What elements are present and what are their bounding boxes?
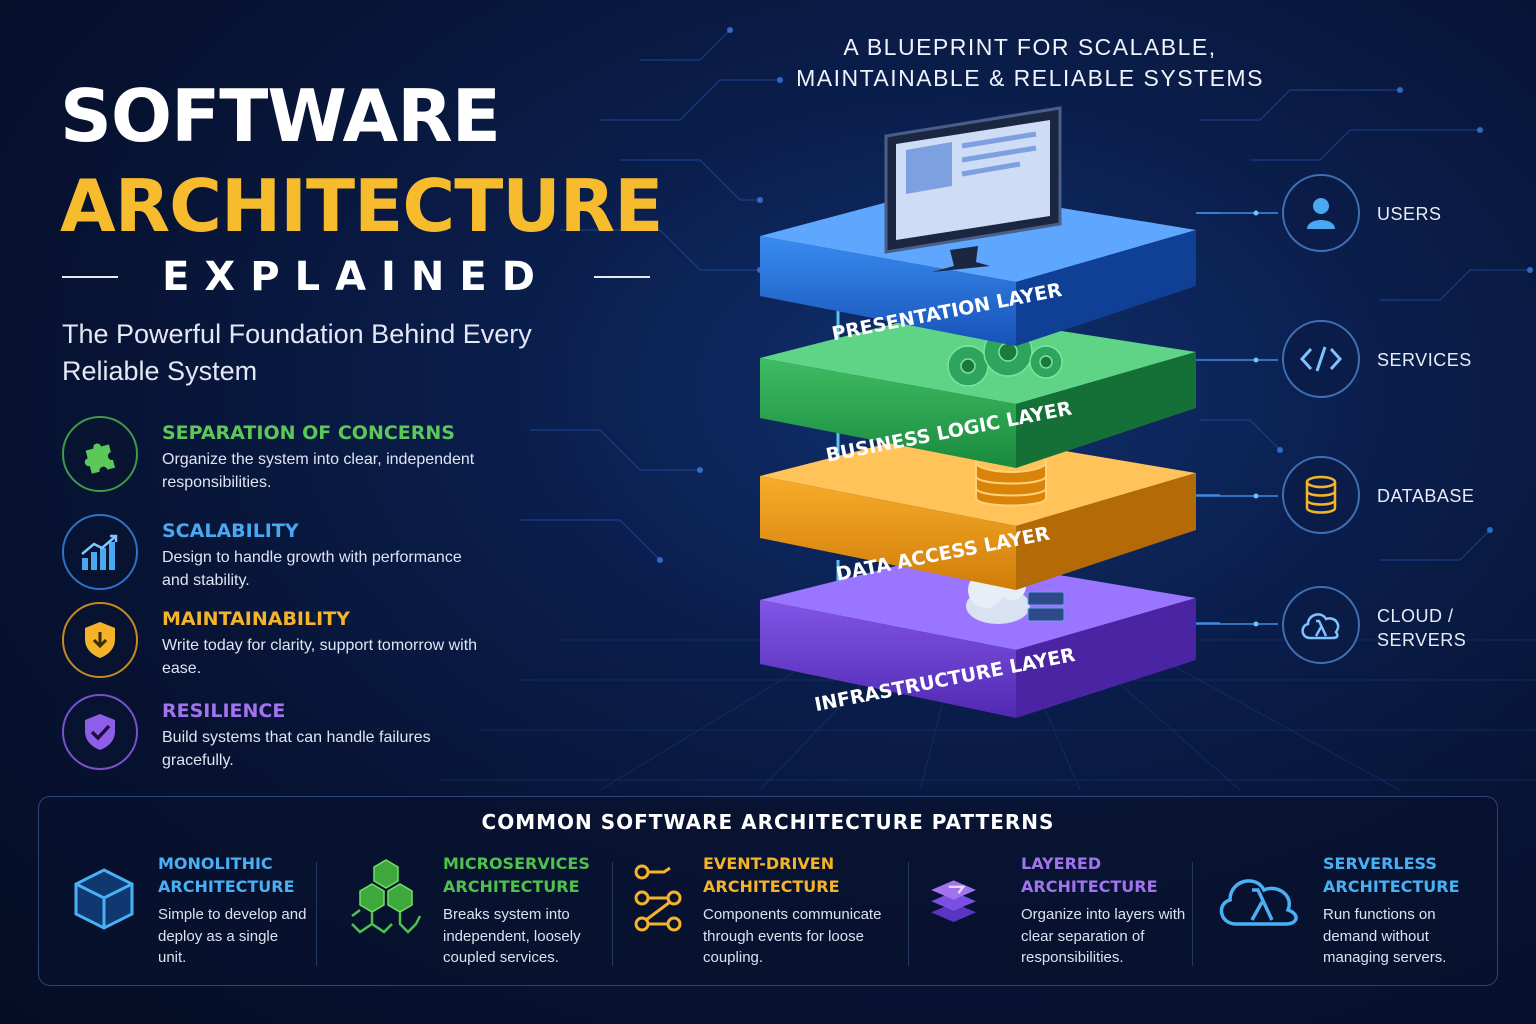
pattern-title: MONOLITHIC ARCHITECTURE bbox=[158, 854, 295, 896]
divider-right bbox=[594, 276, 650, 278]
pattern-desc: Simple to develop and deploy as a single… bbox=[158, 906, 307, 966]
component-label: SERVICES bbox=[1377, 350, 1472, 370]
patterns-heading: COMMON SOFTWARE ARCHITECTURE PATTERNS bbox=[481, 810, 1055, 834]
principle-resilience: RESILIENCE Build systems that can handle… bbox=[62, 694, 482, 774]
blueprint-heading: A BLUEPRINT FOR SCALABLE, MAINTAINABLE &… bbox=[796, 34, 1264, 91]
component-label: DATABASE bbox=[1377, 486, 1475, 506]
component-label: CLOUD / SERVERS bbox=[1377, 606, 1467, 650]
principle-title: RESILIENCE bbox=[162, 700, 286, 722]
component-label: USERS bbox=[1377, 204, 1442, 224]
hexagons-icon bbox=[351, 859, 422, 934]
puzzle-icon bbox=[62, 416, 138, 492]
code-icon bbox=[1282, 320, 1360, 398]
pattern-serverless: SERVERLESS ARCHITECTURE Run functions on… bbox=[1214, 852, 1484, 972]
layer-stack: INFRASTRUCTURE LAYER DATA ACCESS LAYER B… bbox=[760, 106, 1220, 718]
principle-separation-of-concerns: SEPARATION OF CONCERNS Organize the syst… bbox=[62, 416, 482, 496]
pattern-title: SERVERLESS ARCHITECTURE bbox=[1323, 854, 1460, 896]
pattern-divider bbox=[316, 862, 317, 966]
pattern-title: MICROSERVICES ARCHITECTURE bbox=[443, 854, 590, 896]
presentation-layer: PRESENTATION LAYER bbox=[760, 106, 1196, 346]
shield-wrench-icon bbox=[62, 602, 138, 678]
pattern-divider bbox=[1192, 862, 1193, 966]
pattern-desc: Breaks system into independent, loosely … bbox=[443, 906, 581, 966]
pattern-title: LAYERED ARCHITECTURE bbox=[1021, 854, 1158, 896]
cloud-lambda-icon bbox=[1282, 586, 1360, 664]
pattern-event-driven: EVENT-DRIVEN ARCHITECTURE Components com… bbox=[630, 852, 900, 972]
pattern-divider bbox=[908, 862, 909, 966]
principle-title: SEPARATION OF CONCERNS bbox=[162, 422, 455, 444]
component-services: SERVICES bbox=[1282, 320, 1522, 400]
pattern-layered: LAYERED ARCHITECTURE Organize into layer… bbox=[928, 852, 1188, 972]
shield-check-icon bbox=[62, 694, 138, 770]
layers-icon bbox=[931, 880, 976, 922]
principle-title: SCALABILITY bbox=[162, 520, 299, 542]
pattern-monolithic: MONOLITHIC ARCHITECTURE Simple to develo… bbox=[64, 852, 314, 972]
monitor-icon bbox=[884, 106, 1062, 272]
database-icon bbox=[1282, 456, 1360, 534]
title-line-3: EXPLAINED bbox=[162, 254, 550, 300]
component-database: DATABASE bbox=[1282, 456, 1522, 536]
growth-chart-icon bbox=[62, 514, 138, 590]
principle-desc: Design to handle growth with performance… bbox=[162, 549, 462, 589]
principle-desc: Build systems that can handle failures g… bbox=[162, 729, 431, 769]
divider-left bbox=[62, 276, 118, 278]
component-cloud-servers: CLOUD / SERVERS bbox=[1282, 586, 1522, 666]
principle-maintainability: MAINTAINABILITY Write today for clarity,… bbox=[62, 602, 482, 682]
principle-scalability: SCALABILITY Design to handle growth with… bbox=[62, 514, 482, 594]
subtitle: The Powerful Foundation Behind Every Rel… bbox=[62, 319, 532, 386]
cloud-lambda-icon bbox=[1219, 879, 1298, 926]
title-line-3-row: EXPLAINED bbox=[62, 252, 650, 302]
title-line-2: ARCHITECTURE bbox=[60, 164, 663, 248]
cube-icon bbox=[74, 868, 134, 930]
principle-title: MAINTAINABILITY bbox=[162, 608, 350, 630]
pattern-desc: Run functions on demand without managing… bbox=[1323, 906, 1447, 966]
pattern-desc: Components communicate through events fo… bbox=[703, 906, 882, 966]
principle-desc: Organize the system into clear, independ… bbox=[162, 451, 475, 491]
pattern-divider bbox=[612, 862, 613, 966]
user-icon bbox=[1282, 174, 1360, 252]
pattern-microservices: MICROSERVICES ARCHITECTURE Breaks system… bbox=[346, 852, 606, 972]
principle-desc: Write today for clarity, support tomorro… bbox=[162, 637, 478, 677]
infrastructure-layer: INFRASTRUCTURE LAYER bbox=[760, 555, 1196, 718]
pattern-desc: Organize into layers with clear separati… bbox=[1021, 906, 1186, 966]
event-flow-icon bbox=[634, 864, 682, 932]
pattern-title: EVENT-DRIVEN ARCHITECTURE bbox=[703, 854, 840, 896]
title-line-1: SOFTWARE bbox=[60, 74, 501, 158]
component-users: USERS bbox=[1282, 174, 1522, 254]
